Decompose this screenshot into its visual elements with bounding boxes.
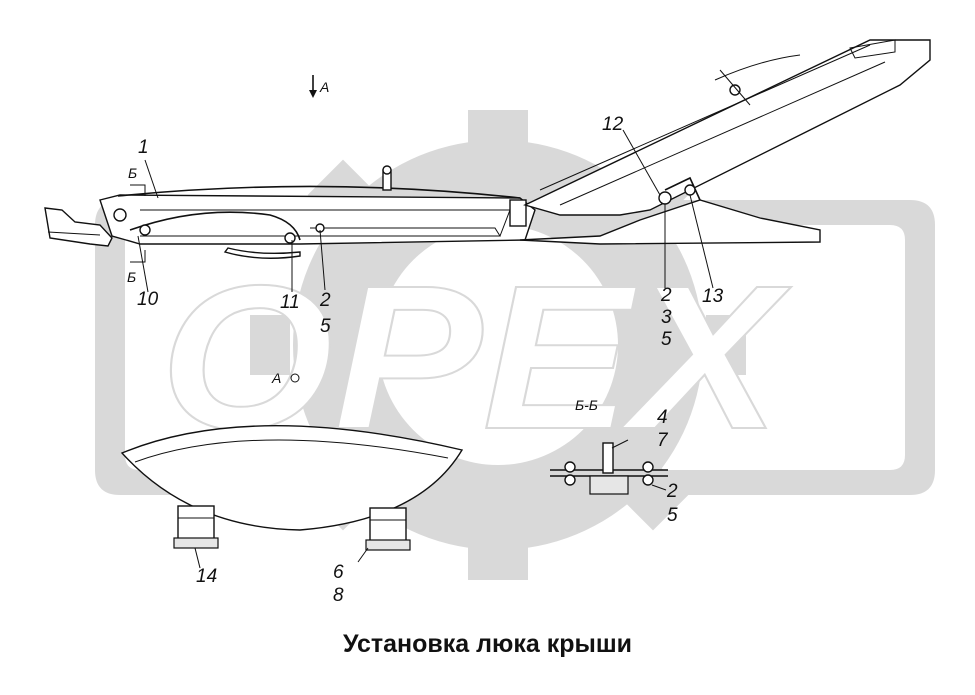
- hatch-handle: [223, 247, 301, 259]
- view-a-mark: [290, 373, 300, 383]
- callout-11: 11: [280, 292, 300, 313]
- roof-panel-left: [44, 207, 113, 247]
- callout-10: 10: [137, 289, 159, 310]
- callout-3: 3: [661, 307, 672, 328]
- section-bb-label: Б-Б: [575, 397, 598, 413]
- diagram-caption: Установка люка крыши: [342, 630, 633, 658]
- hatch-lid-dome: [117, 185, 521, 199]
- hatch-cross-section: [44, 39, 931, 293]
- section-mark-bottom: Б: [127, 269, 136, 285]
- callout-8: 8: [333, 585, 344, 606]
- callout-12: 12: [602, 114, 624, 135]
- callout-14: 14: [196, 566, 217, 587]
- callout-7: 7: [657, 430, 669, 451]
- view-a-label: A: [271, 370, 281, 386]
- view-arrow-a: [309, 75, 317, 98]
- drive-cable: [129, 211, 301, 241]
- callout-1: 1: [138, 137, 149, 158]
- callout-5-second: 5: [661, 329, 672, 350]
- callout-2-second: 2: [660, 285, 672, 306]
- callout-2-third: 2: [666, 481, 678, 502]
- callout-5-third: 5: [667, 505, 678, 526]
- section-bb-drawing: [550, 439, 668, 495]
- roof-panel-right: [519, 199, 821, 245]
- view-arrow-label: A: [319, 79, 329, 95]
- callout-2-first: 2: [319, 290, 331, 311]
- callout-13: 13: [702, 286, 724, 307]
- callout-5-first: 5: [320, 316, 331, 337]
- section-mark-top: Б: [128, 165, 137, 181]
- section-mark-bb: [130, 184, 146, 263]
- callout-6: 6: [333, 562, 344, 583]
- callout-4: 4: [657, 407, 668, 428]
- view-a-hatch-plan: [120, 425, 464, 569]
- hatch-lid-open: [523, 39, 931, 216]
